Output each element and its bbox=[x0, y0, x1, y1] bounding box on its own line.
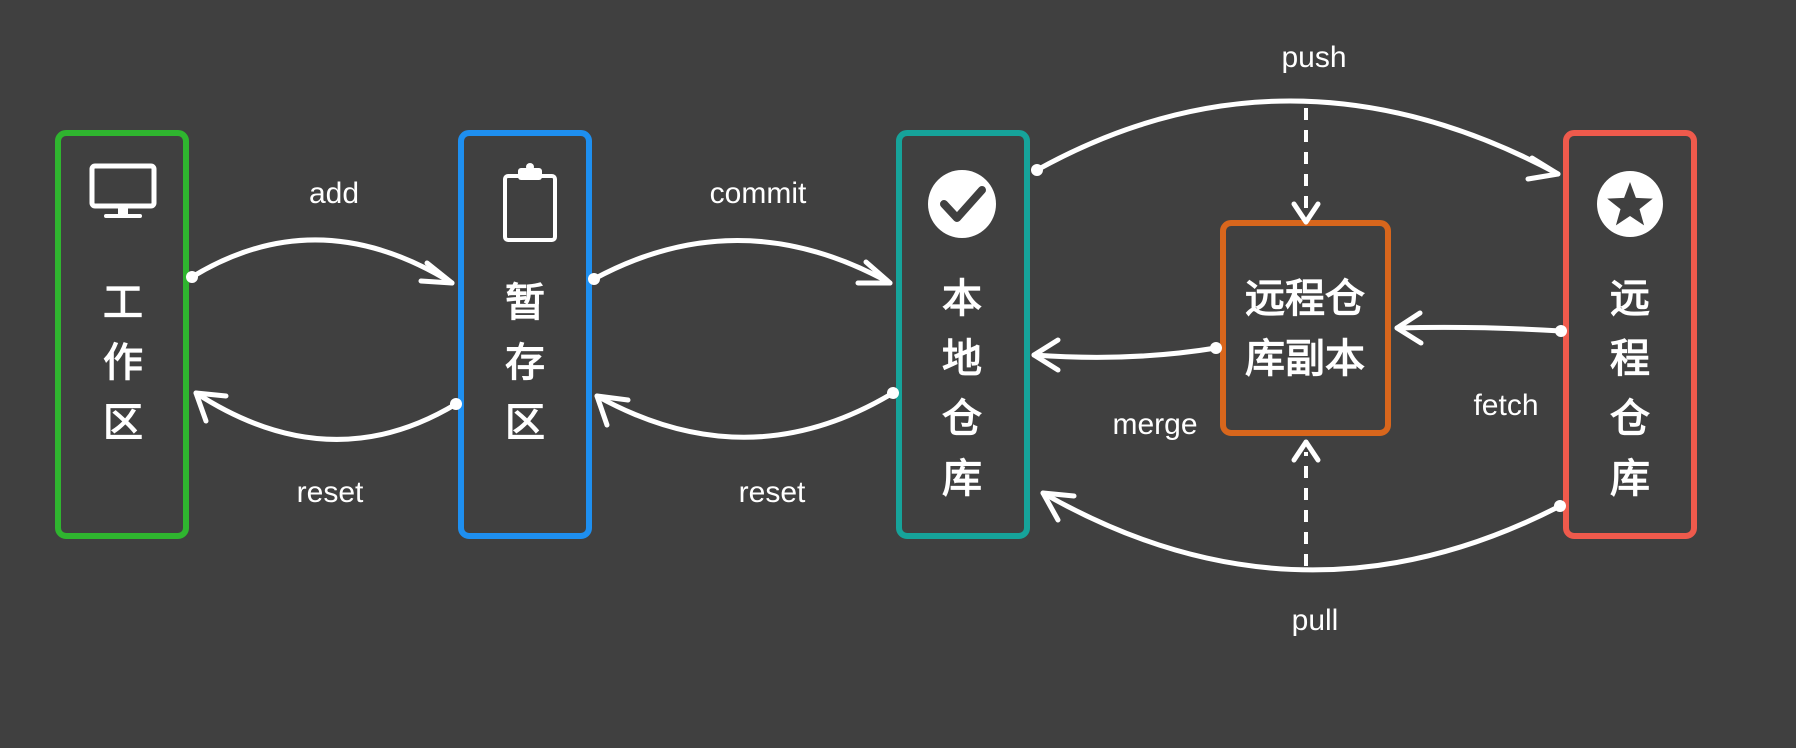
reset-left-arrow bbox=[193, 390, 462, 442]
local-repo-char-2: 地 bbox=[942, 336, 982, 382]
remote-copy-line-1: 远程仓 bbox=[1245, 276, 1366, 322]
pull-label: pull bbox=[1292, 604, 1339, 637]
monitor-icon bbox=[89, 163, 157, 218]
remote-copy-box: 远程仓 库副本 bbox=[1220, 220, 1391, 436]
remote-copy-frame bbox=[1220, 220, 1391, 436]
staging-area-char-3: 区 bbox=[505, 400, 545, 446]
reset-right-label: reset bbox=[739, 476, 806, 509]
add-arrow bbox=[186, 237, 455, 286]
reset-left-label: reset bbox=[297, 476, 364, 509]
remote-repo-char-2: 程 bbox=[1610, 336, 1650, 382]
remote-repo-char-1: 远 bbox=[1610, 276, 1650, 322]
merge-arrow bbox=[1031, 337, 1222, 373]
working-area-char-2: 作 bbox=[103, 340, 143, 386]
working-area-char-1: 工 bbox=[103, 280, 143, 326]
push-label: push bbox=[1281, 41, 1346, 74]
staging-area-frame bbox=[458, 130, 592, 539]
working-area-char-3: 区 bbox=[103, 400, 143, 446]
staging-area-char-2: 存 bbox=[505, 340, 545, 386]
fetch-label: fetch bbox=[1473, 389, 1538, 422]
merge-label: merge bbox=[1112, 408, 1197, 441]
check-circle-icon bbox=[928, 170, 996, 238]
add-label: add bbox=[309, 177, 359, 210]
local-repo-char-3: 仓 bbox=[942, 396, 983, 442]
clipboard-icon bbox=[503, 163, 557, 242]
working-area-box: 工 作 区 bbox=[55, 130, 189, 539]
local-repo-char-4: 库 bbox=[942, 456, 982, 502]
remote-repo-char-3: 仓 bbox=[1610, 396, 1651, 442]
fetch-arrow bbox=[1394, 310, 1567, 346]
local-repo-box: 本 地 仓 库 bbox=[896, 130, 1030, 539]
pull-copy-dashed-arrow bbox=[1291, 439, 1321, 566]
staging-area-box: 暂 存 区 bbox=[458, 130, 592, 539]
remote-repo-box: 远 程 仓 库 bbox=[1563, 130, 1697, 539]
commit-label: commit bbox=[710, 177, 807, 210]
remote-repo-frame bbox=[1563, 130, 1697, 539]
remote-repo-char-4: 库 bbox=[1610, 456, 1650, 502]
commit-arrow bbox=[588, 238, 893, 286]
push-copy-dashed-arrow bbox=[1291, 108, 1321, 225]
pull-arrow bbox=[1040, 490, 1566, 573]
push-arrow bbox=[1031, 98, 1561, 182]
remote-copy-line-2: 库副本 bbox=[1245, 336, 1365, 382]
local-repo-frame bbox=[896, 130, 1030, 539]
reset-right-arrow bbox=[594, 387, 899, 440]
star-circle-icon bbox=[1597, 171, 1663, 237]
staging-area-char-1: 暂 bbox=[505, 280, 545, 326]
working-area-frame bbox=[55, 130, 189, 539]
local-repo-char-1: 本 bbox=[942, 276, 982, 322]
